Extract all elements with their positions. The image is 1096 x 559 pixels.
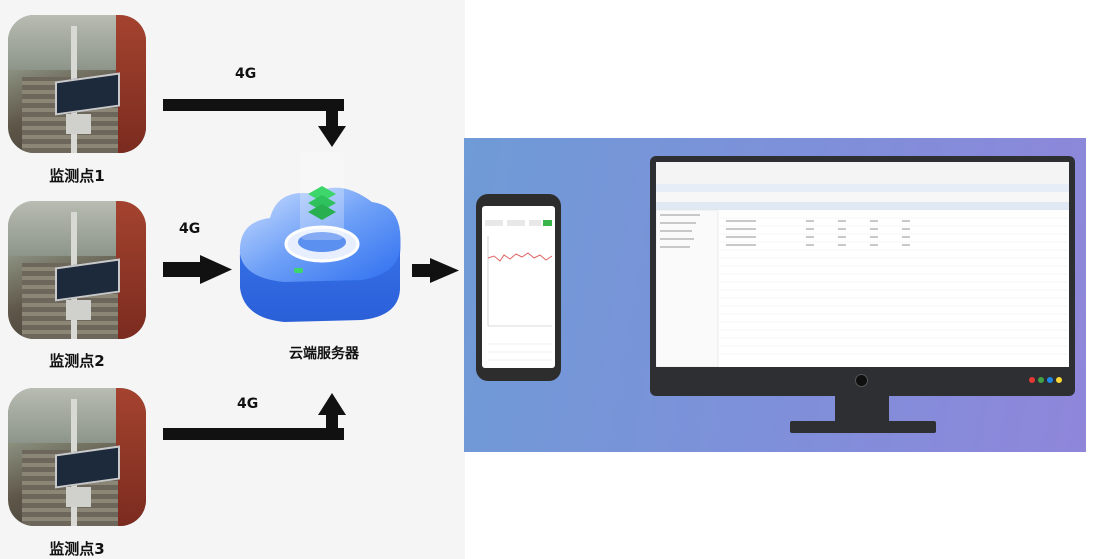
cloud-server-label: 云端服务器 — [289, 346, 359, 362]
yellow-led-icon — [1056, 377, 1062, 383]
site-label-1: 监测点1 — [49, 167, 105, 185]
monitoring-site-photo-2 — [8, 201, 146, 339]
cloud-server-icon — [239, 152, 401, 322]
site-label-2: 监测点2 — [49, 352, 105, 370]
link-label-1: 4G — [235, 66, 257, 82]
arrow-cloud-to-clients — [412, 258, 459, 283]
red-led-icon — [1029, 377, 1035, 383]
link-label-2: 4G — [179, 221, 201, 237]
blue-led-icon — [1047, 377, 1053, 383]
arrow-site1-to-cloud — [163, 99, 346, 147]
phone-app-screen — [485, 220, 553, 361]
server-stack-icon — [308, 186, 336, 220]
desktop-monitor-icon — [650, 156, 1075, 396]
monitor-stand-neck — [835, 396, 889, 422]
monitor-software-screen — [656, 162, 1069, 367]
smartphone-icon — [476, 194, 561, 381]
client-devices-panel — [464, 138, 1086, 452]
link-label-3: 4G — [237, 396, 259, 412]
arrow-site3-to-cloud — [163, 393, 346, 440]
monitoring-site-photo-1 — [8, 15, 146, 153]
arrow-site2-to-cloud — [163, 255, 232, 284]
green-led-icon — [1038, 377, 1044, 383]
power-button-icon — [855, 374, 868, 387]
monitoring-site-photo-3 — [8, 388, 146, 526]
site-label-3: 监测点3 — [49, 540, 105, 558]
monitor-stand-base — [790, 421, 936, 433]
